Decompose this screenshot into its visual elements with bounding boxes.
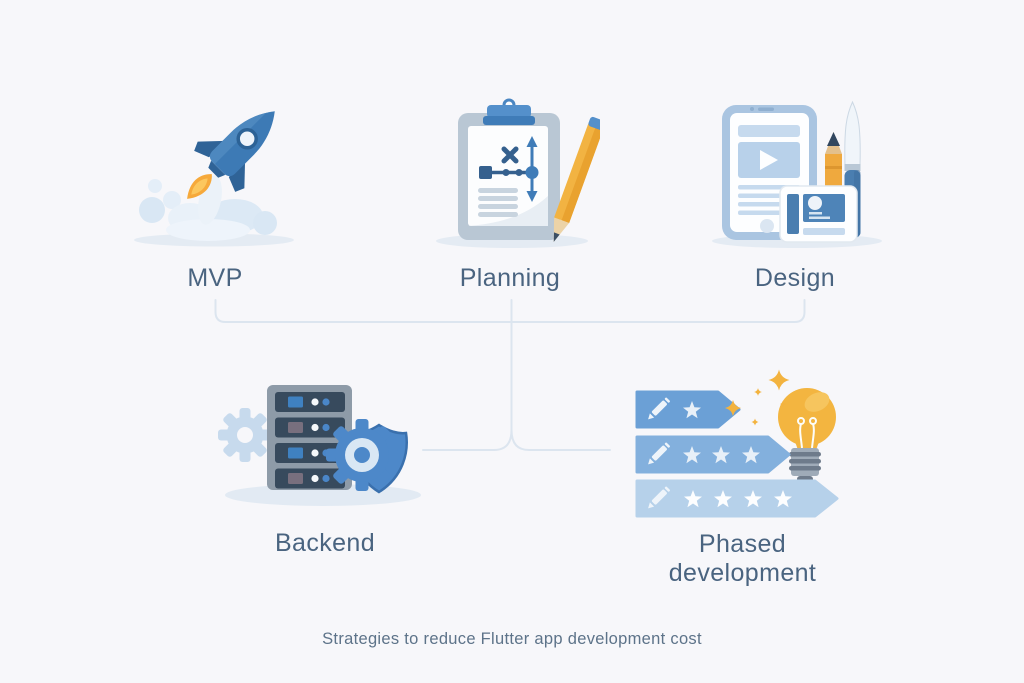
pencil-graphite — [553, 232, 560, 242]
screen-header-bar — [738, 125, 800, 137]
phased-illustration — [623, 368, 862, 520]
node-label-mvp: MVP — [187, 264, 243, 292]
server-slots — [274, 392, 345, 489]
home-dot — [760, 219, 774, 233]
node-label-backend: Backend — [274, 529, 376, 557]
server-shield-icon — [217, 385, 421, 506]
rocket-launch-icon — [134, 111, 294, 247]
pencil — [825, 132, 842, 194]
card-avatar — [808, 196, 822, 210]
speaker-slot — [758, 107, 774, 111]
sparkle-icon — [768, 369, 790, 391]
rocket-fin-left — [194, 140, 226, 158]
camera-dot — [750, 107, 754, 111]
blue-gear-icon — [325, 419, 398, 491]
card-bottom-bar — [803, 228, 845, 235]
clipboard-illustration — [405, 88, 615, 250]
node-label-design: Design — [754, 264, 836, 292]
rocket-illustration — [115, 88, 315, 250]
brush-bristles — [844, 100, 861, 167]
backend-illustration — [213, 360, 437, 515]
phased-development-icon — [635, 369, 839, 518]
phone-design-icon — [712, 100, 882, 248]
strategy-diagram — [478, 136, 539, 217]
brush-ferrule — [844, 164, 861, 171]
branch-right-line — [510, 429, 611, 451]
text-lines — [478, 188, 518, 217]
node-mvp: MVP — [115, 88, 315, 293]
node-design: Design — [692, 88, 898, 293]
node-label-phased: Phased development — [668, 530, 817, 587]
paper-curl-shade — [468, 196, 548, 226]
node-backend: Backend — [213, 360, 437, 558]
banner-row-2 — [635, 435, 791, 474]
design-card — [779, 185, 858, 243]
rocket-nozzle — [208, 160, 226, 178]
caption: Strategies to reduce Flutter app develop… — [322, 630, 702, 648]
route-start-square — [479, 166, 492, 179]
phase-banners — [635, 390, 839, 518]
banner-row-3 — [635, 479, 839, 518]
x-mark — [501, 146, 519, 164]
pencil-cap — [588, 116, 600, 131]
card-side-strip — [787, 194, 799, 234]
lightbulb — [778, 388, 836, 482]
clipboard-plan-icon — [436, 98, 600, 248]
bulb-filament — [797, 417, 817, 449]
rocket — [187, 111, 275, 199]
design-illustration — [692, 88, 898, 250]
server-rack — [266, 385, 352, 490]
route-node — [525, 166, 539, 179]
rocket-highlight — [209, 111, 275, 165]
top-bracket-line — [214, 299, 806, 323]
play-icon — [760, 150, 778, 170]
rocket-window — [236, 128, 258, 150]
rocket-fin-right — [228, 160, 246, 192]
light-gear-icon — [217, 408, 272, 462]
smoke-clouds — [139, 175, 277, 241]
node-label-planning: Planning — [459, 264, 561, 292]
node-planning: Planning — [405, 88, 615, 293]
clipboard-clip — [483, 98, 535, 125]
pencil-tip — [827, 132, 840, 146]
bulb-base — [789, 448, 821, 482]
node-phased: Phased development — [623, 368, 862, 588]
pencil — [553, 116, 600, 242]
rocket-flame-inner — [191, 178, 208, 195]
